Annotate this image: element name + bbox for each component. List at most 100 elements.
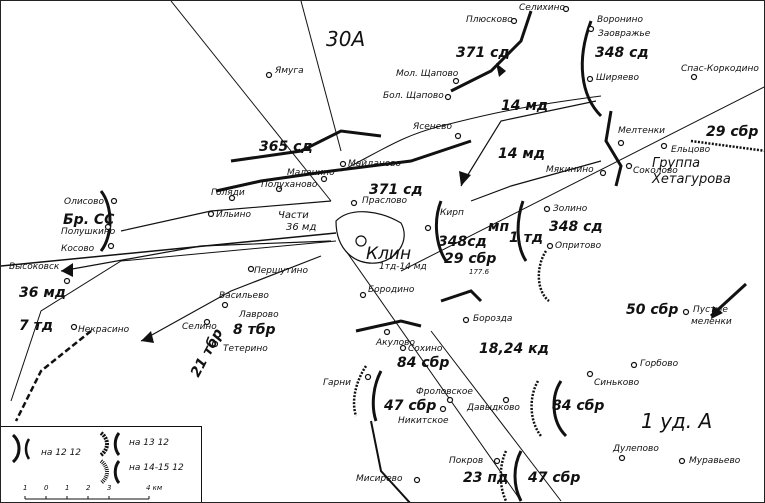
front-hatch-29 <box>690 139 764 152</box>
legend-label: на 12 12 <box>41 448 82 458</box>
group-label-line1: Группа <box>652 156 701 171</box>
road-yasenevo <box>340 95 602 172</box>
front-symbol-icon <box>24 438 31 460</box>
village-marker <box>228 194 236 202</box>
arrow-head-icon <box>496 63 506 77</box>
unit-label: 23 пд <box>463 470 509 486</box>
place-label: Горбово <box>640 359 679 369</box>
road-north <box>300 1 342 152</box>
place-label: Полуханово <box>261 180 318 190</box>
unit-label: 36 мд <box>19 285 67 301</box>
place-label: Муравьево <box>689 456 741 466</box>
group-label-line2: Хетагурова <box>652 172 731 187</box>
railway-west2 <box>1 232 337 267</box>
road-misirevo <box>370 420 411 502</box>
front-hatch-garni <box>352 365 368 417</box>
village-marker <box>339 160 347 168</box>
front-hatch-23 <box>499 450 508 502</box>
place-label: Ильино <box>216 210 252 220</box>
place-label: Никитское <box>398 416 449 426</box>
village-marker <box>543 205 551 213</box>
place-label: Соколово <box>633 166 678 176</box>
arrow-head-icon <box>61 263 73 277</box>
attack-arrow-sw <box>140 255 322 342</box>
klin-town-outline <box>335 211 405 264</box>
place-label: Полушкино <box>61 227 116 237</box>
village-marker <box>586 75 594 83</box>
village-marker <box>70 323 78 331</box>
place-label: Спас-Коркодино <box>681 64 759 74</box>
place-label: Бол. Щапово <box>383 91 444 101</box>
road-northwest <box>170 1 332 202</box>
legend-symbols <box>11 431 150 500</box>
unit-label: 8 тбр <box>233 322 276 338</box>
front-line-348n <box>580 20 603 118</box>
village-marker <box>63 277 71 285</box>
unit-label: 348 сд <box>549 219 603 235</box>
place-label: Борозда <box>473 314 513 324</box>
village-marker <box>587 25 595 33</box>
scale-label: 3 <box>107 484 112 492</box>
legend-label: на 14-15 12 <box>129 463 184 473</box>
place-label: Косово <box>61 244 95 254</box>
place-label: Мякинино <box>546 165 594 175</box>
unit-label: 50 сбр <box>626 302 679 318</box>
village-marker <box>350 199 358 207</box>
place-label: Лаврово <box>239 310 279 320</box>
scale-label: 0 <box>44 484 49 492</box>
village-marker <box>359 291 367 299</box>
place-label: Воронино <box>597 15 644 25</box>
place-label: Золино <box>553 204 588 214</box>
village-marker <box>364 373 372 381</box>
village-marker <box>617 139 625 147</box>
place-label: Маланино <box>287 168 335 178</box>
place-label: Фроловское <box>416 387 473 397</box>
unit-label: 14 мд <box>501 98 549 114</box>
scale-label: 2 <box>86 484 91 492</box>
road-east <box>400 86 764 272</box>
attack-arrow-dashed-west <box>14 330 92 422</box>
village-marker <box>452 77 460 85</box>
map-legend: на 12 12 на 13 12 на 14-15 12 1 0 1 2 3 … <box>1 426 202 502</box>
village-marker <box>690 73 698 81</box>
arrow-head-icon <box>459 171 471 186</box>
place-label: Синьково <box>594 378 640 388</box>
attack-arrow-14md-b <box>470 160 602 202</box>
arrow-head-icon <box>711 306 723 319</box>
army-label-1uda: 1 уд. А <box>641 409 713 433</box>
place-label: Опритово <box>555 241 602 251</box>
village-marker <box>247 265 255 273</box>
village-marker <box>221 301 229 309</box>
unit-label: Части <box>278 210 309 221</box>
scale-label: 1 <box>65 484 70 492</box>
front-line-84 <box>552 380 568 438</box>
place-label-klin: Клин <box>366 244 412 264</box>
village-marker <box>682 308 690 316</box>
unit-label: 348 сд <box>595 45 649 61</box>
village-marker <box>502 396 510 404</box>
front-line-meltenki <box>604 110 623 187</box>
place-label: Ширяево <box>596 73 639 83</box>
village-marker <box>586 370 594 378</box>
village-marker <box>383 328 391 336</box>
front-line-348e <box>516 200 528 262</box>
village-marker <box>454 132 462 140</box>
village-marker <box>444 93 452 101</box>
scale-label: 4 км <box>146 484 163 492</box>
front-line-47b <box>513 450 523 502</box>
place-label: Ямуга <box>275 66 304 76</box>
front-line-olisovo <box>99 190 112 252</box>
unit-label: 47 сбр <box>528 470 581 486</box>
unit-label: Бр. СС <box>63 212 115 228</box>
place-label: Давыдково <box>467 403 520 413</box>
unit-label: 36 мд <box>286 222 317 233</box>
unit-label: 1тд-14 мд <box>379 262 427 272</box>
place-label: Кирп <box>440 208 464 218</box>
army-label-30a: 30А <box>326 27 366 51</box>
height-mark: 177.6 <box>469 268 490 276</box>
scale-label: 1 <box>23 484 28 492</box>
unit-label: 29 сбр <box>444 251 497 267</box>
unit-label: 29 сбр <box>706 124 759 140</box>
village-marker <box>546 242 554 250</box>
